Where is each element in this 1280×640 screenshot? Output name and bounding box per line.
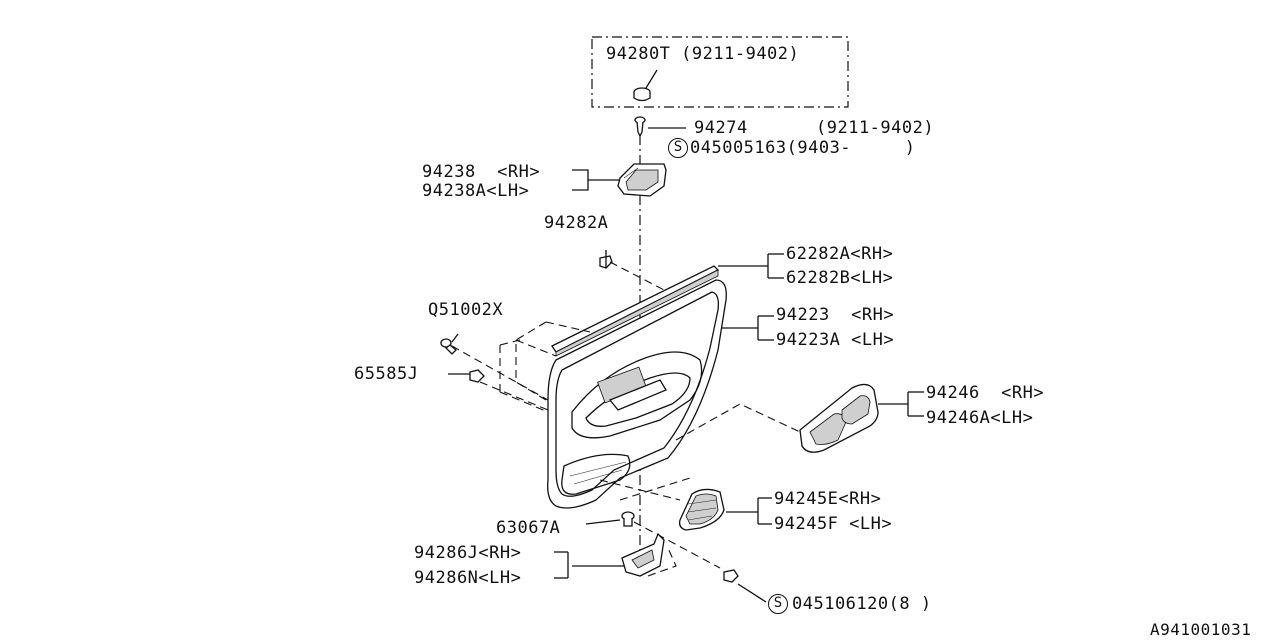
label-63067A: 63067A <box>496 518 561 538</box>
clip-94280T-drawing <box>633 69 658 102</box>
label-62282B: 62282B<LH> <box>786 268 894 288</box>
label-045106120: 045106120(8 ) <box>792 594 932 614</box>
label-62282A: 62282A<RH> <box>786 244 894 264</box>
phantom-outline <box>451 321 591 413</box>
screw-045106120-drawing <box>723 569 767 603</box>
label-94280T: 94280T (9211-9402) <box>606 44 800 64</box>
door-trim-94223-drawing <box>547 279 774 509</box>
clip-63067A-drawing <box>585 511 721 569</box>
bracket-94238 <box>572 169 589 191</box>
figure-id: A941001031 <box>1150 620 1252 639</box>
label-94223A: 94223A <LH> <box>776 330 895 350</box>
label-94238A: 94238A<LH> <box>422 181 530 201</box>
label-045005163: 045005163(9403- ) <box>690 138 916 158</box>
clip-94282A-drawing <box>599 250 669 293</box>
label-94274: 94274 <box>694 118 748 138</box>
grip-cup-94238-drawing <box>617 163 667 197</box>
label-94245E: 94245E<RH> <box>774 489 882 509</box>
weatherstrip-62282A-drawing <box>551 253 784 357</box>
label-94274-note: (9211-9402) <box>816 118 935 138</box>
symbol-s-045106120: S <box>768 594 788 614</box>
symbol-s-045005163: S <box>668 138 688 158</box>
label-94246A: 94246A<LH> <box>926 408 1034 428</box>
label-Q51002X: Q51002X <box>428 300 504 320</box>
screw-94274-drawing <box>634 116 686 138</box>
bracket-94286J-drawing <box>554 532 677 579</box>
label-94286J: 94286J<RH> <box>414 543 522 563</box>
label-94238: 94238 <RH> <box>422 162 541 182</box>
clip-Q51002X-drawing <box>440 333 459 355</box>
label-65585J: 65585J <box>354 364 419 384</box>
label-94223: 94223 <RH> <box>776 305 895 325</box>
label-94286N: 94286N<LH> <box>414 568 522 588</box>
grille-94245-drawing <box>599 477 772 531</box>
clip-65585J-drawing <box>448 369 485 383</box>
inset-box-94280T <box>591 36 849 108</box>
label-94245F: 94245F <LH> <box>774 514 893 534</box>
label-94282A: 94282A <box>544 213 609 233</box>
bezel-94246-drawing <box>675 383 924 453</box>
label-94246: 94246 <RH> <box>926 383 1045 403</box>
